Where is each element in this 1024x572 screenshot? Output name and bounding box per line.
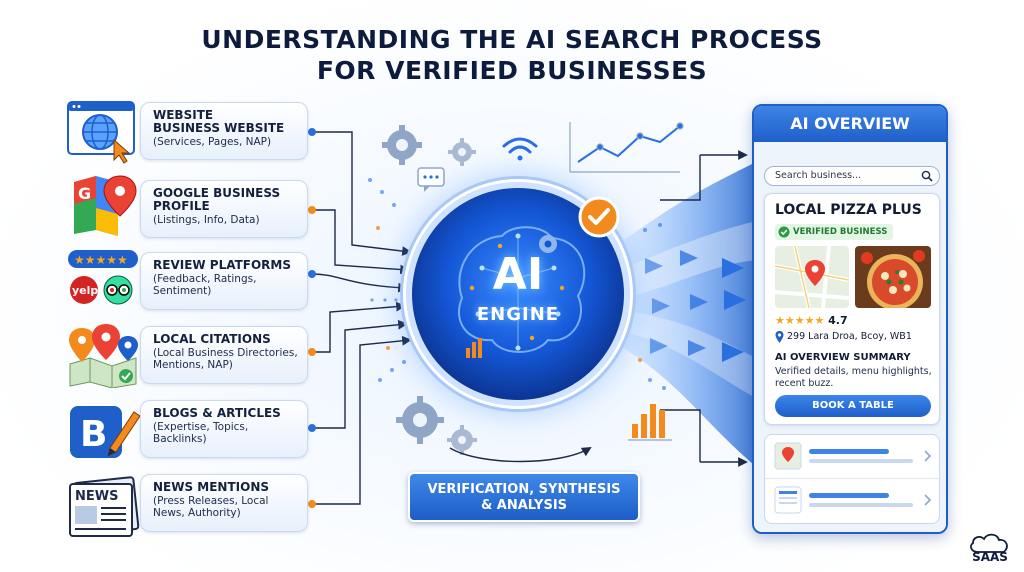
newspaper-icon: NEWS (66, 474, 142, 540)
ai-overview-body: Search business... LOCAL PIZZA PLUS VERI… (754, 142, 946, 532)
business-name: LOCAL PIZZA PLUS (775, 202, 922, 218)
source-website: WEBSITE BUSINESS WEBSITE (Services, Page… (140, 102, 308, 160)
source-news-mentions: NEWS MENTIONS (Press Releases, Local New… (140, 474, 308, 532)
yelp-logo-text: yelp (72, 284, 98, 297)
verification-banner: VERIFICATION, SYNTHESIS & ANALYSIS (408, 472, 640, 522)
source-local-citations: LOCAL CITATIONS (Local Business Director… (140, 326, 308, 384)
rating-stars: ★★★★★ (775, 314, 825, 327)
stream-arrows (645, 250, 746, 362)
business-address: 299 Lara Droa, Bcoy, WB1 (787, 331, 912, 342)
gear-icon (448, 138, 476, 166)
ai-engine: AI ENGINE (412, 188, 624, 400)
source-subtitle: (Local Business Directories, Mentions, N… (153, 347, 298, 371)
book-table-button[interactable]: BOOK A TABLE (775, 395, 931, 417)
source-subtitle: (Listings, Info, Data) (153, 214, 260, 226)
gear-icon (396, 396, 444, 444)
globe-icon (64, 98, 140, 164)
rating-row: ★★★★★ 4.7 (775, 314, 848, 327)
check-badge-icon (578, 196, 620, 238)
search-input[interactable]: Search business... (764, 166, 940, 186)
svg-text:G: G (78, 184, 91, 203)
map-pins-icon (66, 322, 142, 389)
pizza-photo[interactable] (855, 246, 931, 308)
banner-line-2: & ANALYSIS (480, 498, 568, 513)
address-row: 299 Lara Droa, Bcoy, WB1 (775, 331, 912, 343)
location-pin-icon (775, 331, 784, 343)
source-blogs-articles: BLOGS & ARTICLES (Expertise, Topics, Bac… (140, 400, 308, 458)
rating-value: 4.7 (828, 314, 848, 327)
bar-chart-icon (628, 404, 672, 441)
review-icon: ★★★★★ yelp (66, 248, 142, 314)
check-circle-icon (778, 226, 790, 238)
result-list (764, 434, 941, 524)
source-google-business-profile: GOOGLE BUSINESS PROFILE (Listings, Info,… (140, 180, 308, 238)
banner-line-1: VERIFICATION, SYNTHESIS (427, 482, 621, 497)
source-title: NEWS MENTIONS (153, 480, 270, 494)
blog-icon: B (66, 398, 142, 464)
logo-text: SAAS (972, 550, 1008, 564)
source-subtitle: (Expertise, Topics, Backlinks) (153, 421, 249, 445)
connector-nodes (308, 128, 316, 508)
wifi-icon (502, 137, 538, 161)
source-connectors (311, 131, 412, 505)
gear-icon (382, 125, 422, 165)
source-title: BLOGS & ARTICLES (153, 406, 281, 420)
google-maps-icon: G (66, 172, 142, 238)
list-item[interactable] (765, 479, 941, 523)
data-stream (610, 160, 760, 470)
ai-overview-panel: AI OVERVIEW Search business... LOCAL PIZ… (752, 104, 948, 534)
source-title: WEBSITE (153, 108, 214, 122)
title-line-1: UNDERSTANDING THE AI SEARCH PROCESS (201, 25, 823, 54)
review-stars: ★★★★★ (74, 253, 128, 267)
business-card: LOCAL PIZZA PLUS VERIFIED BUSINESS (764, 193, 940, 425)
summary-text: Verified details, menu highlights, recen… (775, 366, 932, 389)
line-chart-icon (569, 122, 684, 173)
source-review-platforms: REVIEW PLATFORMS (Feedback, Ratings, Sen… (140, 252, 308, 310)
flow-particles (368, 178, 666, 390)
news-label: NEWS (75, 489, 118, 504)
source-title: LOCAL CITATIONS (153, 332, 271, 346)
gear-icon (447, 425, 477, 455)
summary-title: AI OVERVIEW SUMMARY (775, 352, 911, 363)
ai-overview-header: AI OVERVIEW (754, 106, 946, 142)
source-subtitle: (Feedback, Ratings, Sentiment) (153, 273, 257, 297)
search-placeholder: Search business... (775, 170, 862, 181)
source-title-2: BUSINESS WEBSITE (153, 121, 285, 135)
list-item[interactable] (765, 435, 941, 479)
verified-label: VERIFIED BUSINESS (793, 227, 888, 237)
engine-subtitle: ENGINE (476, 304, 560, 325)
source-title: REVIEW PLATFORMS (153, 258, 292, 272)
page-title: UNDERSTANDING THE AI SEARCH PROCESS FOR … (0, 24, 1024, 86)
map-thumbnail[interactable] (775, 246, 849, 308)
source-subtitle: (Press Releases, Local News, Authority) (153, 495, 269, 519)
cloud-icon (970, 533, 1008, 553)
engine-title: AI (492, 249, 544, 300)
brain-circuit-icon (457, 226, 586, 358)
title-line-2: FOR VERIFIED BUSINESSES (316, 56, 708, 85)
verified-badge: VERIFIED BUSINESS (775, 224, 894, 240)
saas-logo: SAAS (964, 532, 1016, 568)
search-icon (921, 170, 933, 182)
source-subtitle: (Services, Pages, NAP) (153, 136, 272, 148)
chat-icon (417, 167, 445, 192)
blog-letter: B (80, 414, 107, 455)
source-title: GOOGLE BUSINESS (153, 186, 281, 200)
source-title-2: PROFILE (153, 199, 210, 213)
